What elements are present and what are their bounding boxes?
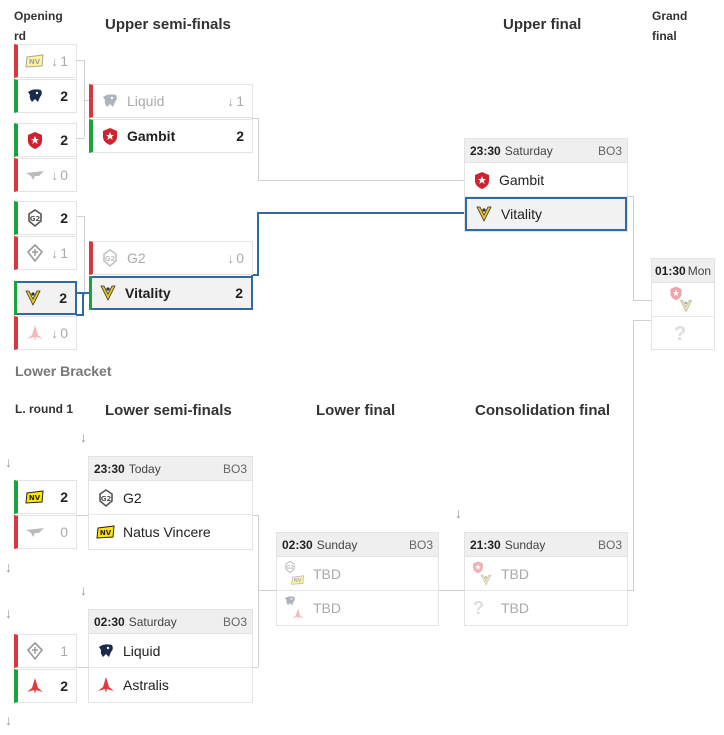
question-icon: ? [674, 322, 687, 345]
arrow-down-icon: ↓ [455, 505, 462, 521]
header-opening-round: Opening rd [14, 9, 63, 43]
g2-navi-icon [283, 559, 307, 589]
header-consolidation-final: Consolidation final [475, 402, 610, 419]
liquid-icon [99, 90, 121, 112]
vitality-icon [97, 282, 119, 304]
gambit-vitality-icon [666, 285, 706, 315]
wing-icon [24, 521, 46, 543]
team-row-liquid[interactable]: Liquid [89, 634, 252, 668]
opening-slot-liquid[interactable]: 2 [14, 79, 77, 113]
team-row-tbd[interactable]: TBD [465, 557, 627, 591]
team-row-tbd[interactable]: TBD [277, 557, 438, 591]
gambit-icon [99, 125, 121, 147]
liquid-icon [95, 640, 117, 662]
opening-slot-vitality[interactable]: 2 [14, 281, 77, 315]
g2-icon [99, 247, 121, 269]
nip-icon [24, 242, 46, 264]
opening-slot-navi[interactable]: ↓1 [14, 44, 77, 78]
lower-r1-slot-navi[interactable]: 2 [14, 480, 77, 514]
header-upper-final: Upper final [503, 16, 582, 33]
gambit-icon [471, 169, 493, 191]
opening-slot-team[interactable]: ↓0 [14, 158, 77, 192]
upper-semi-slot-vitality[interactable]: Vitality 2 [89, 276, 253, 310]
lower-r1-slot-team[interactable]: 0 [14, 515, 77, 549]
navi-icon [24, 50, 46, 72]
upper-semi-slot-gambit[interactable]: Gambit 2 [89, 119, 253, 153]
navi-icon [95, 521, 117, 543]
team-row-tbd[interactable]: TBD [277, 591, 438, 625]
arrow-down-icon: ↓ [80, 582, 87, 598]
liquid-astralis-icon [283, 593, 307, 623]
vitality-icon [22, 287, 44, 309]
question-icon: ? [473, 597, 484, 618]
arrow-down-icon: ↓ [5, 454, 12, 470]
g2-icon [24, 207, 46, 229]
arrow-down-icon: ↓ [5, 559, 12, 575]
lower-r1-slot-astralis[interactable]: 2 [14, 669, 77, 703]
gambit-icon [24, 129, 46, 151]
team-row-gambit[interactable]: Gambit [465, 163, 627, 197]
opening-slot-nip[interactable]: ↓1 [14, 236, 77, 270]
arrow-down-icon: ↓ [80, 429, 87, 445]
header-lower-final: Lower final [316, 402, 396, 419]
team-row-tbd[interactable]: ? TBD [473, 597, 529, 618]
header-lower-semis: Lower semi-finals [105, 402, 232, 419]
team-row-g2[interactable]: G2 [89, 481, 252, 515]
opening-slot-g2[interactable]: 2 [14, 201, 77, 235]
header-grand-final: Grand final [652, 9, 688, 43]
header-lower-round-1: L. round 1 [15, 402, 73, 416]
upper-semi-slot-liquid[interactable]: Liquid ↓1 [89, 84, 253, 118]
team-row-astralis[interactable]: Astralis [89, 668, 252, 702]
nip-icon [24, 640, 46, 662]
opening-slot-gambit[interactable]: 2 [14, 123, 77, 157]
navi-icon [24, 486, 46, 508]
arrow-down-icon: ↓ [5, 712, 12, 728]
team-row-vitality[interactable]: Vitality [465, 197, 627, 231]
lower-r1-slot-nip[interactable]: 1 [14, 634, 77, 668]
team-row-tbd[interactable] [652, 283, 714, 317]
arrow-down-icon: ↓ [5, 605, 12, 621]
astralis-icon [24, 675, 46, 697]
astralis-icon [24, 322, 46, 344]
liquid-icon [24, 85, 46, 107]
astralis-icon [95, 674, 117, 696]
lower-bracket-title: Lower Bracket [15, 363, 112, 379]
header-upper-semis: Upper semi-finals [105, 16, 231, 33]
upper-semi-slot-g2[interactable]: G2 ↓0 [89, 241, 253, 275]
vitality-icon [473, 203, 495, 225]
opening-slot-astralis[interactable]: ↓0 [14, 316, 77, 350]
team-row-navi[interactable]: Natus Vincere [89, 515, 252, 549]
team-row-tbd[interactable]: ? [652, 317, 714, 351]
wing-icon [24, 164, 46, 186]
gambit-vitality-icon [471, 559, 495, 589]
g2-icon [95, 487, 117, 509]
